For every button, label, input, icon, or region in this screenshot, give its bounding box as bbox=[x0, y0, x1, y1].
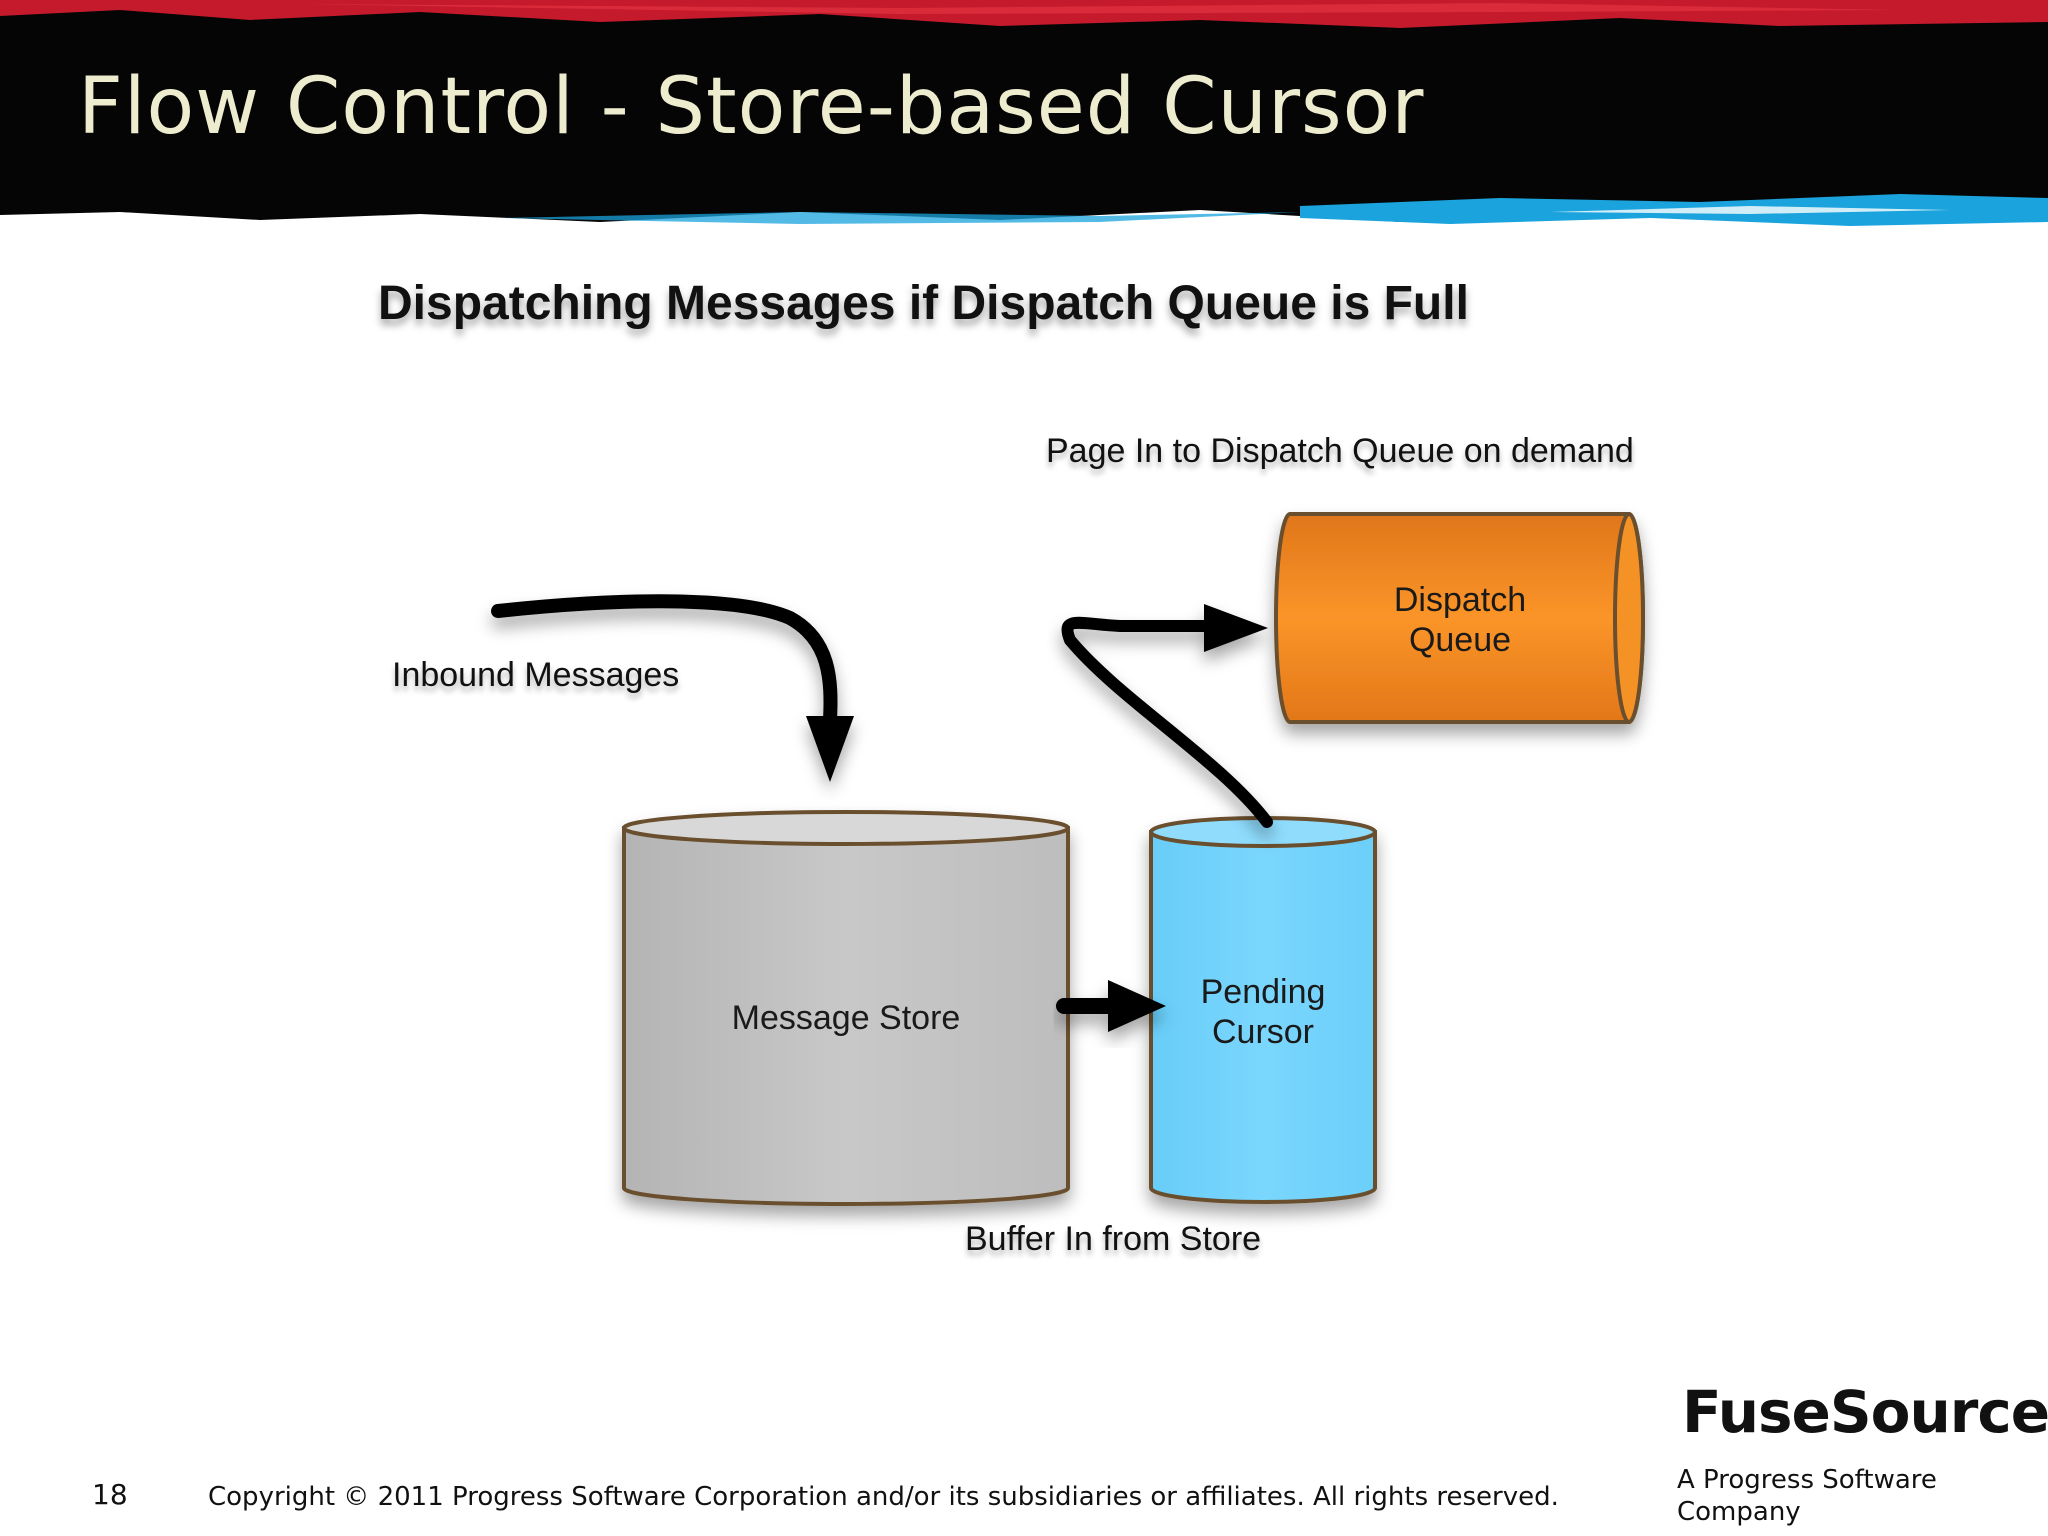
pending-cursor-cylinder bbox=[1149, 816, 1377, 1204]
header-brush-strokes bbox=[0, 0, 2048, 235]
message-store-label: Message Store bbox=[696, 998, 996, 1038]
pending-cursor-line1: Pending bbox=[1200, 973, 1326, 1011]
logo-tagline: A Progress Software Company bbox=[1677, 1465, 1937, 1527]
page-in-label: Page In to Dispatch Queue on demand bbox=[1046, 432, 1634, 470]
slide-header bbox=[0, 0, 2048, 235]
page-in-arrow bbox=[1061, 604, 1273, 828]
diagram-title: Dispatching Messages if Dispatch Queue i… bbox=[378, 277, 1469, 330]
copyright-text: Copyright © 2011 Progress Software Corpo… bbox=[208, 1482, 1559, 1512]
buffer-in-label: Buffer In from Store bbox=[965, 1220, 1262, 1258]
dispatch-queue-cylinder bbox=[1274, 512, 1645, 724]
pending-cursor-line2: Cursor bbox=[1211, 1013, 1315, 1051]
message-store-text: Message Store bbox=[731, 999, 961, 1037]
fusesource-logo: FuseSource bbox=[1682, 1378, 2048, 1446]
message-store-cylinder bbox=[622, 810, 1070, 1206]
buffer-in-arrow bbox=[1056, 980, 1166, 1032]
inbound-messages-label: Inbound Messages bbox=[392, 656, 680, 694]
page-number: 18 bbox=[92, 1478, 128, 1511]
dispatch-queue-line2: Queue bbox=[1408, 621, 1512, 659]
dispatch-queue-line1: Dispatch bbox=[1393, 581, 1527, 619]
slide-title: Flow Control - Store-based Cursor bbox=[78, 62, 1425, 152]
inbound-arrow bbox=[491, 594, 854, 782]
dispatch-queue-label: Dispatch Queue bbox=[1360, 580, 1560, 660]
pending-cursor-label: Pending Cursor bbox=[1163, 972, 1363, 1052]
